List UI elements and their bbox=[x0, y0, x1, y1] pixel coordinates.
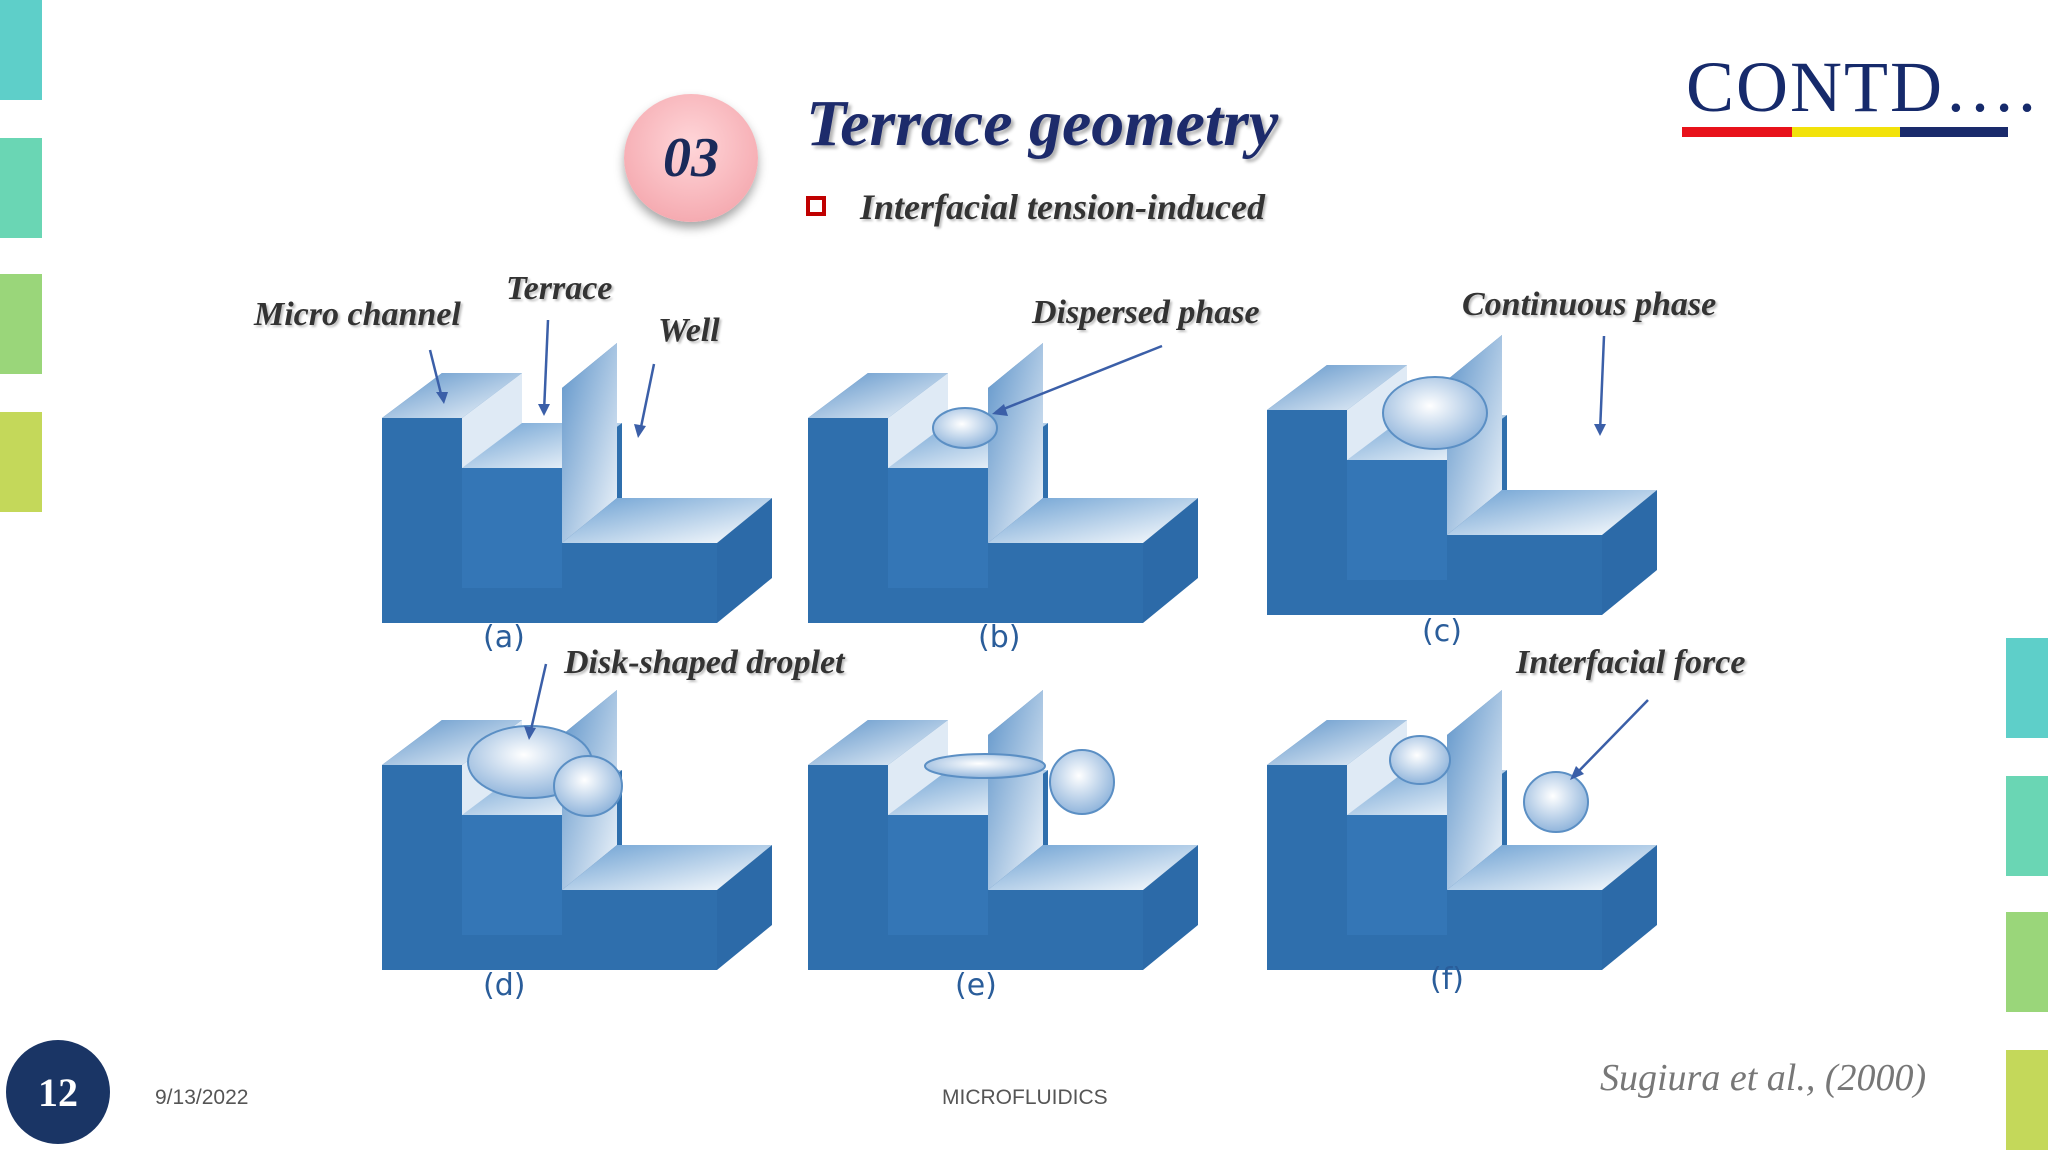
footer-title: MICROFLUIDICS bbox=[942, 1086, 1108, 1109]
block-b bbox=[808, 343, 1198, 623]
section-number: 03 bbox=[663, 127, 719, 189]
block-c bbox=[1267, 335, 1657, 615]
label-micro-channel: Micro channel bbox=[254, 296, 461, 333]
section-number-badge: 03 bbox=[624, 94, 758, 222]
right-accent-bar-3 bbox=[2006, 912, 2048, 1012]
slide-subtitle: Interfacial tension-induced bbox=[860, 187, 1266, 227]
droplet-e-bulb bbox=[1049, 749, 1115, 815]
underline-navy bbox=[1900, 127, 2008, 137]
label-continuous-phase: Continuous phase bbox=[1462, 286, 1717, 323]
label-interfacial-force: Interfacial force bbox=[1516, 644, 1746, 681]
page-number: 12 bbox=[38, 1069, 78, 1115]
arrowhead-disk bbox=[524, 726, 536, 740]
block-d bbox=[382, 690, 772, 970]
droplet-d-neck bbox=[553, 755, 623, 817]
arrowhead-interfacial bbox=[1570, 766, 1584, 780]
right-accent-bar-4 bbox=[2006, 1050, 2048, 1150]
arrow-continuous bbox=[1598, 335, 1606, 433]
arrow-well bbox=[638, 363, 656, 433]
droplet-e-thread bbox=[924, 753, 1046, 779]
arrow-dispersed bbox=[995, 344, 1163, 414]
page-number-badge: 12 bbox=[6, 1040, 110, 1144]
corner-title: CONTD…. bbox=[1686, 47, 2038, 127]
underline-red bbox=[1682, 127, 1792, 137]
label-terrace: Terrace bbox=[506, 270, 613, 307]
arrowhead-micro-channel bbox=[436, 392, 448, 404]
block-a bbox=[382, 343, 772, 623]
arrow-terrace bbox=[542, 319, 550, 413]
citation: Sugiura et al., (2000) bbox=[1600, 1057, 1927, 1099]
arrow-interfacial bbox=[1573, 699, 1649, 777]
left-accent-bar-3 bbox=[0, 274, 42, 374]
arrowhead-terrace bbox=[538, 404, 550, 416]
left-accent-bar-2 bbox=[0, 138, 42, 238]
block-e bbox=[808, 690, 1198, 970]
arrowhead-continuous bbox=[1594, 424, 1606, 436]
arrow-micro-channel bbox=[428, 349, 444, 399]
droplet-f-sphere bbox=[1523, 771, 1589, 833]
left-accent-bar-1 bbox=[0, 0, 42, 100]
label-dispersed-phase: Dispersed phase bbox=[1032, 294, 1260, 331]
arrowhead-dispersed bbox=[992, 404, 1008, 416]
panel-label-e: (e) bbox=[955, 968, 997, 1003]
slide-title: Terrace geometry bbox=[806, 87, 1279, 160]
underline-yellow bbox=[1792, 127, 1900, 137]
label-disk-droplet: Disk-shaped droplet bbox=[564, 644, 845, 681]
panel-label-a: (a) bbox=[483, 620, 525, 655]
arrowhead-well bbox=[634, 424, 646, 438]
droplet-f-tail bbox=[1389, 735, 1451, 785]
panel-label-d: (d) bbox=[483, 968, 526, 1003]
droplet-b bbox=[932, 407, 998, 449]
panel-label-b: (b) bbox=[978, 620, 1021, 655]
block-f bbox=[1267, 690, 1657, 970]
left-accent-bar-4 bbox=[0, 412, 42, 512]
arrow-disk bbox=[528, 663, 548, 735]
footer-date: 9/13/2022 bbox=[155, 1086, 249, 1109]
droplet-c bbox=[1382, 376, 1488, 450]
right-accent-bar-1 bbox=[2006, 638, 2048, 738]
label-well: Well bbox=[658, 312, 720, 349]
panel-label-c: (c) bbox=[1422, 614, 1462, 649]
right-accent-bar-2 bbox=[2006, 776, 2048, 876]
bullet-checkbox-icon bbox=[806, 196, 826, 216]
panel-label-f: (f) bbox=[1430, 962, 1464, 997]
